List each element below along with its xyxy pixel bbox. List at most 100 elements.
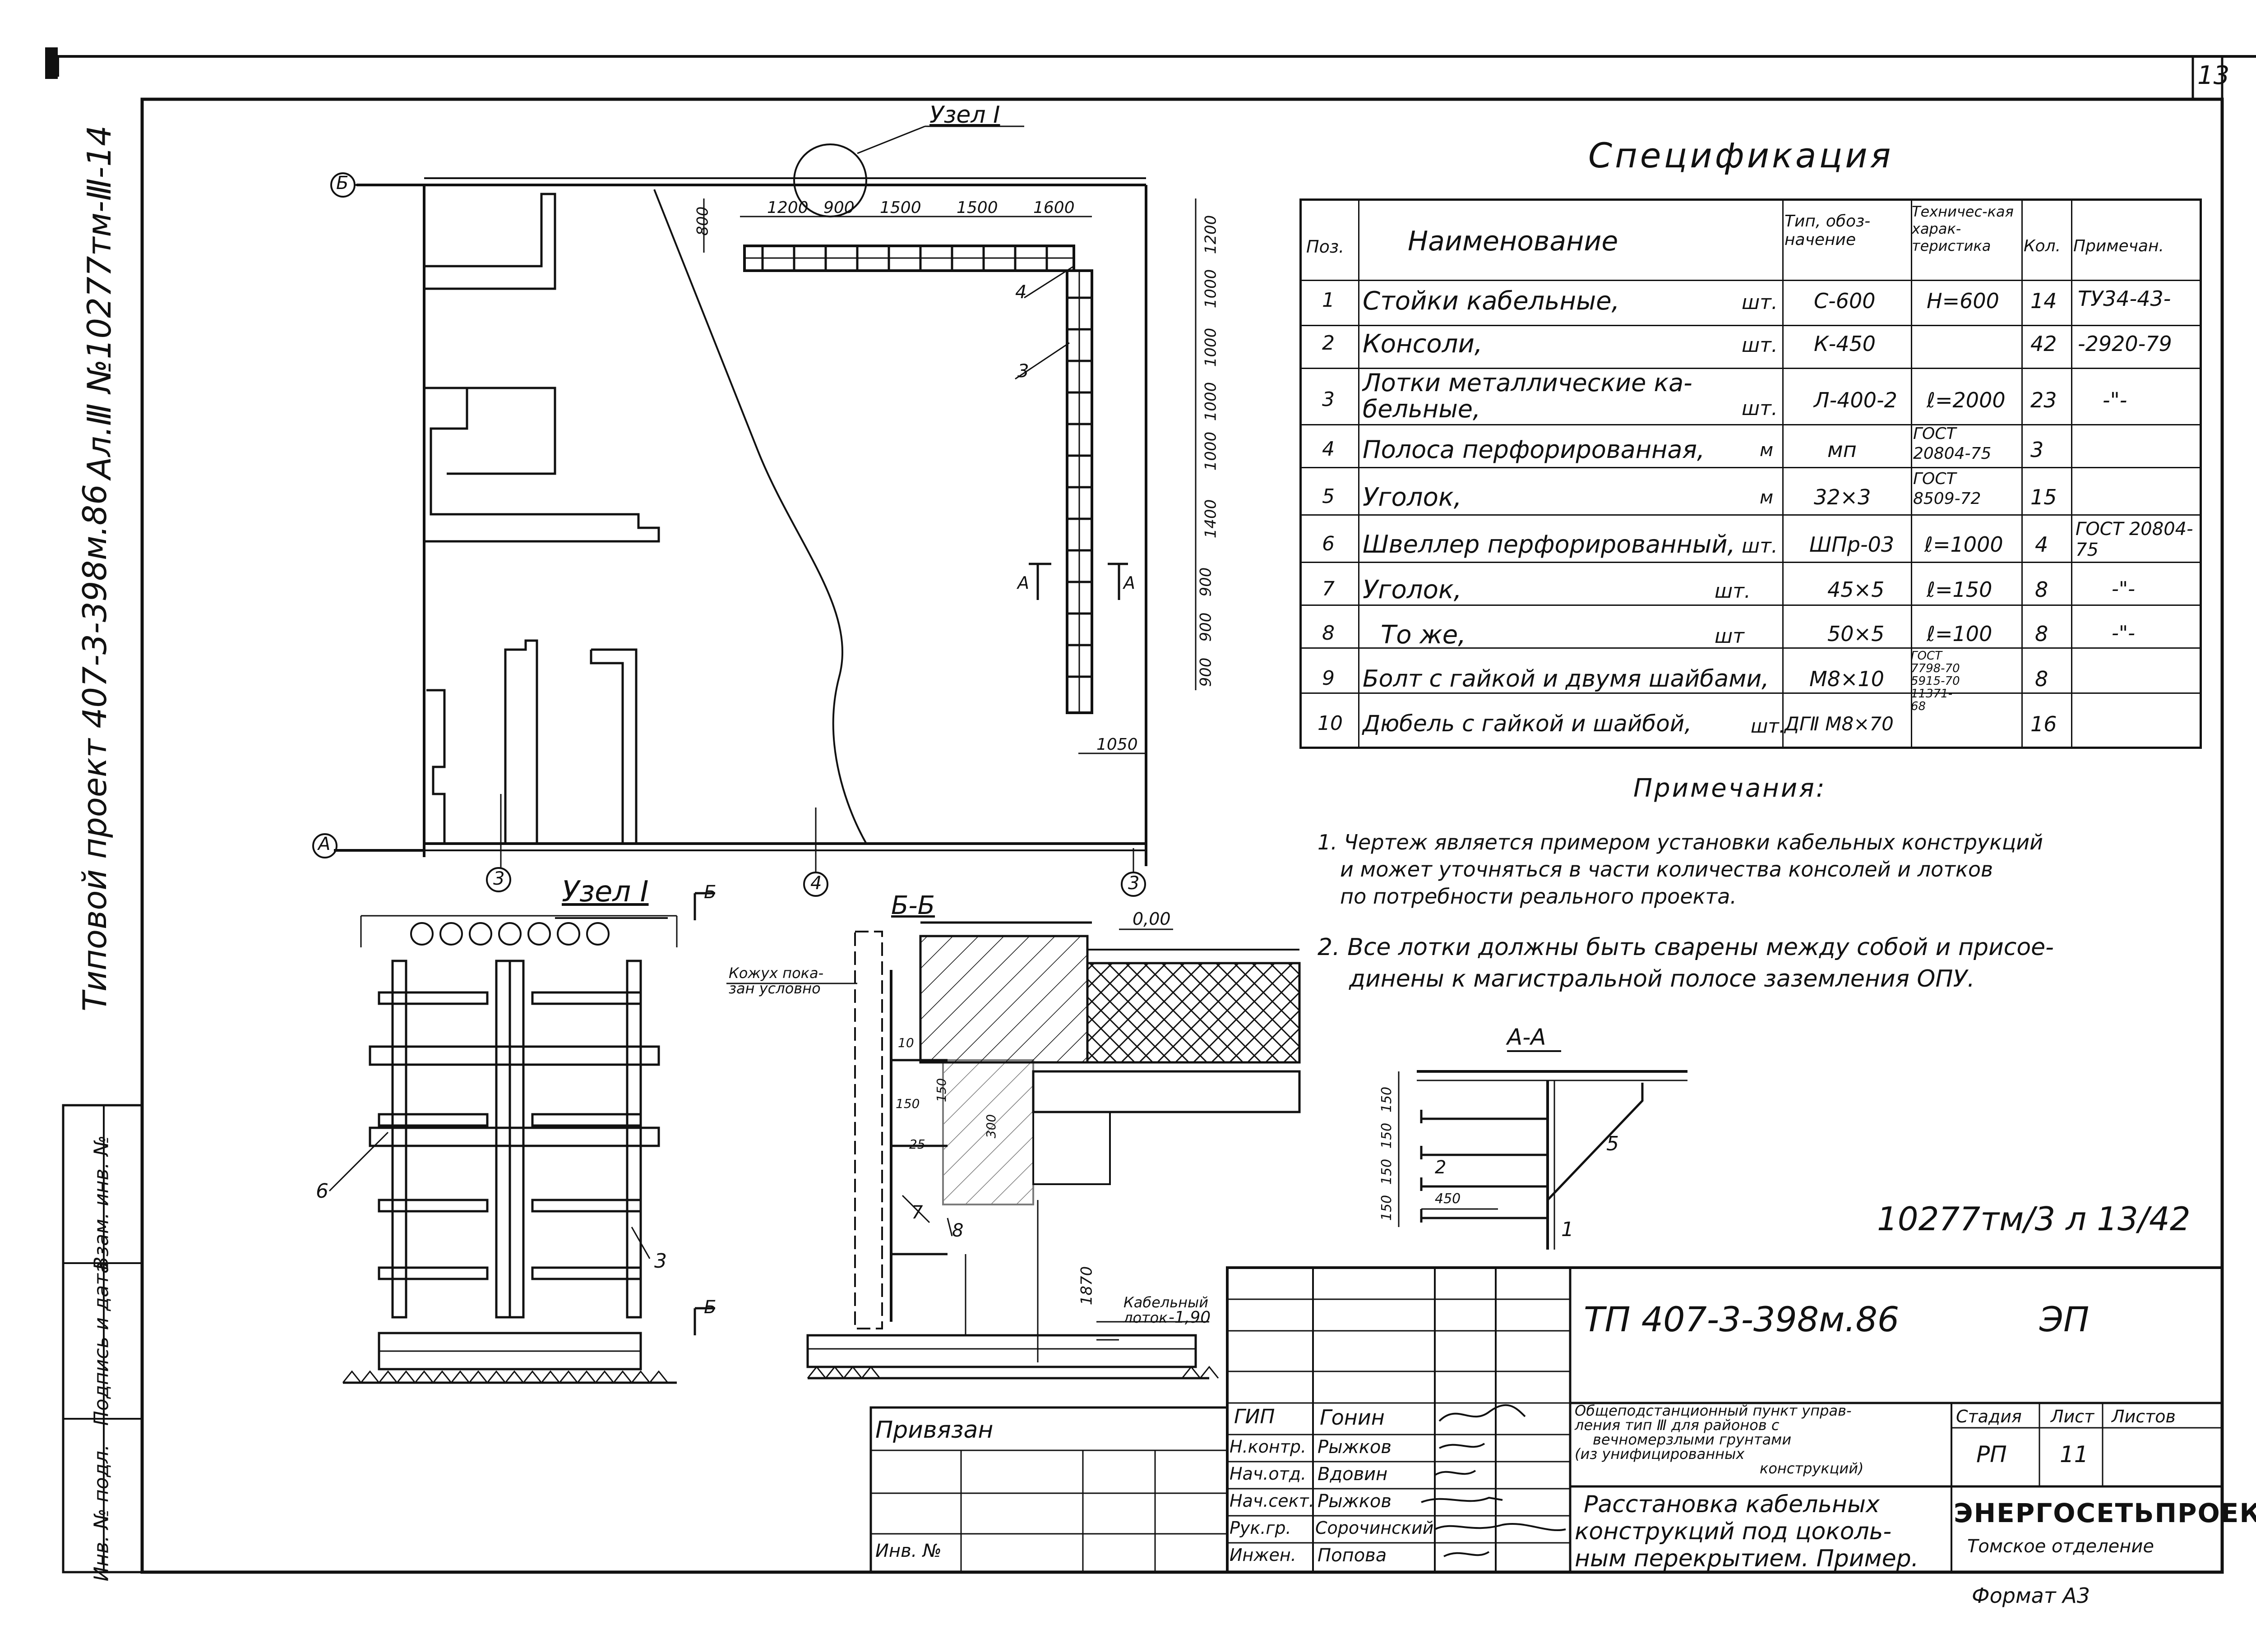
plan-dim-top-2: 900 <box>823 198 855 217</box>
plan-dim-top-5: 1600 <box>1033 198 1075 217</box>
plan-node-label: Узел I <box>929 102 1000 129</box>
spec-row-10-name: Дюбель с гайкой и шайбой, <box>1363 711 1692 737</box>
section-aa-label-2: 2 <box>1435 1157 1447 1178</box>
spec-row-7-pos: 7 <box>1322 577 1335 600</box>
spec-row-3-unit: шт. <box>1742 397 1778 420</box>
plan-leader-3: 3 <box>1017 361 1029 382</box>
spec-row-3-spec: ℓ=2000 <box>1927 388 2006 412</box>
section-bb-dim-150a: 150 <box>896 1096 920 1111</box>
spec-row-7-unit: шт. <box>1715 580 1751 603</box>
spec-row-1-qty: 14 <box>2030 289 2057 313</box>
spec-row-5-type: 32×3 <box>1814 485 1871 509</box>
spec-header-note: Примечан. <box>2073 237 2164 255</box>
role-1: ГИП <box>1234 1405 1275 1428</box>
spec-header-pos: Поз. <box>1306 237 1345 257</box>
role-5: Рук.гр. <box>1230 1518 1291 1538</box>
spec-row-5-unit: м <box>1760 487 1774 508</box>
spec-row-5-qty: 15 <box>2030 485 2057 509</box>
spec-row-6-unit: шт. <box>1742 535 1778 558</box>
role-3: Нач.отд. <box>1230 1464 1307 1484</box>
spec-row-2-unit: шт. <box>1742 334 1778 357</box>
spec-row-2-name: Консоли, <box>1363 329 1483 359</box>
spec-row-8-name: То же, <box>1381 620 1466 650</box>
spec-row-5-name: Уголок, <box>1363 483 1462 512</box>
section-bb-level-low: -1,90 <box>1169 1308 1211 1327</box>
note-line-5: динены к магистральной полосе заземления… <box>1349 965 1975 992</box>
sheet-title-2: конструкций под цоколь- <box>1575 1518 1892 1545</box>
spec-row-10-qty: 16 <box>2030 712 2057 736</box>
spec-row-3-note: -"- <box>2103 388 2127 412</box>
spec-row-1-spec: Н=600 <box>1927 289 1999 313</box>
spec-row-7-note: -"- <box>2112 577 2135 600</box>
spec-row-3-type: Л-400-2 <box>1814 388 1897 412</box>
node-label-6: 6 <box>316 1180 328 1203</box>
spec-row-8-unit: шт <box>1715 625 1744 648</box>
spec-row-2-pos: 2 <box>1322 332 1335 355</box>
margin-stamp-box <box>62 1104 143 1574</box>
spec-row-6-name: Швеллер перфорированный, <box>1363 530 1735 558</box>
spec-row-8-spec: ℓ=100 <box>1927 622 1992 646</box>
spec-header-qty: Кол. <box>2024 237 2061 255</box>
name-4: Рыжков <box>1318 1491 1392 1512</box>
title-code: ТП 407-3-398м.86 <box>1584 1299 1900 1339</box>
name-3: Вдовин <box>1318 1464 1388 1485</box>
spec-row-4-qty: 3 <box>2030 438 2044 462</box>
spec-row-2-note: -2920-79 <box>2078 332 2172 356</box>
corner-mark <box>45 47 58 79</box>
axis-a-label: А <box>318 834 331 854</box>
spec-row-9-qty: 8 <box>2035 667 2048 691</box>
spec-row-1-pos: 1 <box>1322 289 1335 312</box>
name-6: Попова <box>1318 1545 1387 1566</box>
spec-row-1-unit: шт. <box>1742 291 1778 314</box>
node-label-3: 3 <box>654 1250 667 1273</box>
project-desc-5: конструкций) <box>1760 1460 1864 1477</box>
name-2: Рыжков <box>1318 1437 1392 1458</box>
node-detail-title: Узел I <box>562 875 649 909</box>
spec-row-6-spec: ℓ=1000 <box>1924 532 2003 557</box>
section-bb-tray-label: Кабельный лоток <box>1123 1294 1209 1326</box>
spec-row-1-note: ТУ34-43- <box>2078 286 2171 311</box>
spec-row-10-pos: 10 <box>1318 712 1343 735</box>
section-aa-label-1: 1 <box>1561 1218 1574 1241</box>
spec-table <box>1299 198 2202 749</box>
spec-row-9-name: Болт с гайкой и двумя шайбами, <box>1363 665 1769 692</box>
note-line-4: 2. Все лотки должны быть сварены между с… <box>1318 934 2054 961</box>
spec-row-1-type: С-600 <box>1814 289 1876 313</box>
spec-row-9-type: М8×10 <box>1809 667 1885 691</box>
project-desc-3: вечномерзлыми грунтами <box>1593 1431 1792 1448</box>
sheet-title-3: ным перекрытием. Пример. <box>1575 1545 1919 1572</box>
spec-row-4-name: Полоса перфорированная, <box>1363 435 1705 464</box>
spec-row-8-qty: 8 <box>2035 622 2048 646</box>
axis-4: 4 <box>810 873 822 894</box>
spec-row-3-qty: 23 <box>2030 388 2057 412</box>
spec-row-7-qty: 8 <box>2035 577 2048 602</box>
stage-value: РП <box>1976 1441 2007 1467</box>
spec-row-3-pos: 3 <box>1322 388 1335 411</box>
plan-dim-top-3: 1500 <box>880 198 921 217</box>
org-branch: Томское отделение <box>1967 1536 2154 1557</box>
section-bb-label-8: 8 <box>952 1220 964 1241</box>
role-4: Нач.сект. <box>1230 1491 1314 1511</box>
plan-dim-top-1: 1200 <box>767 198 809 217</box>
archive-number: 10277тм/3 л 13/42 <box>1877 1200 2191 1238</box>
spec-row-6-pos: 6 <box>1322 532 1335 555</box>
spec-header-name: Наименование <box>1408 226 1618 257</box>
axis-3-right: 3 <box>1128 873 1140 894</box>
spec-row-4-unit: м <box>1760 440 1774 461</box>
spec-row-6-qty: 4 <box>2035 532 2048 557</box>
spec-row-9-spec: ГОСТ 7798-70 5915-70 11371-68 <box>1911 649 1960 713</box>
section-aa-title: А-А <box>1507 1024 1546 1050</box>
spec-row-3-name: Лотки металлические ка-бельные, <box>1363 369 1692 423</box>
inv-label: Инв. № <box>875 1541 942 1561</box>
spec-header-type: Тип, обоз-начение <box>1784 212 1871 249</box>
project-desc-2: ления тип Ⅲ для районов с <box>1575 1417 1780 1434</box>
plan-dim-bottom: 1050 <box>1096 735 1138 754</box>
role-2: Н.контр. <box>1230 1437 1307 1457</box>
spec-row-9-pos: 9 <box>1322 667 1335 690</box>
spec-row-2-qty: 42 <box>2030 332 2057 356</box>
section-bb-level: 0,00 <box>1133 909 1171 929</box>
